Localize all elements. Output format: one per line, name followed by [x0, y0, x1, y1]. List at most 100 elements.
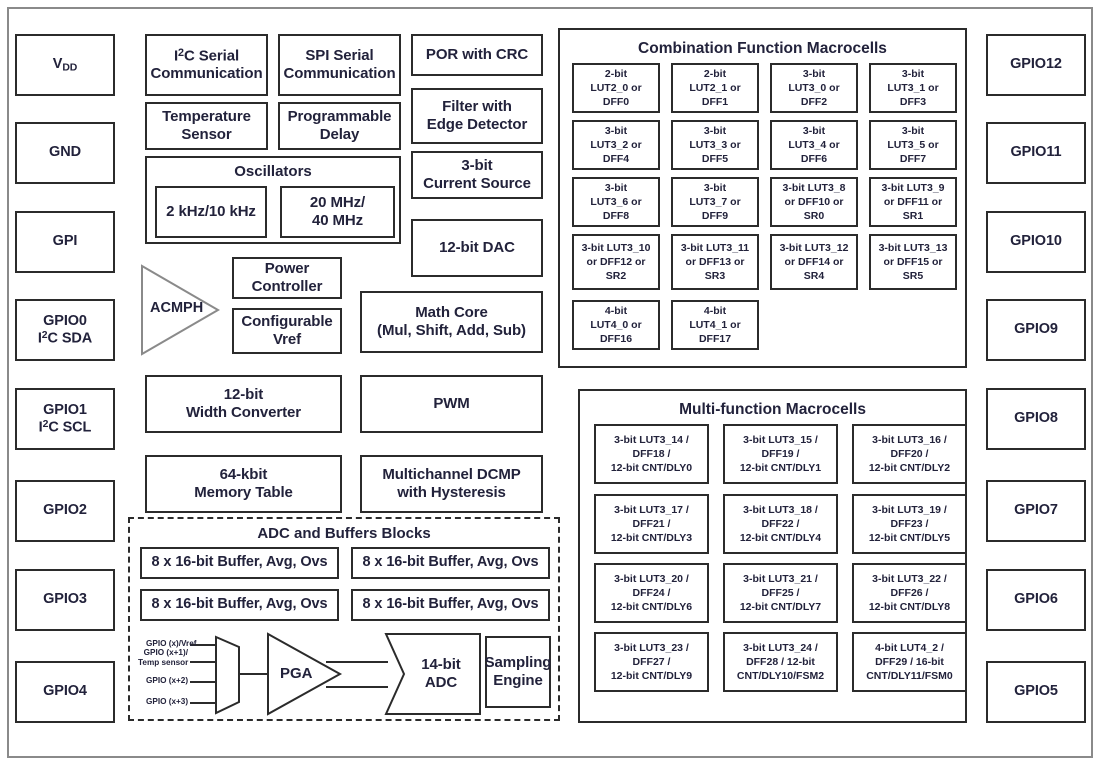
- block-spi-serial-communication[interactable]: SPI Serial Communication: [278, 34, 401, 96]
- adc-label-line1: 14-bit: [421, 656, 461, 674]
- buffer-block-3[interactable]: 8 x 16-bit Buffer, Avg, Ovs: [140, 589, 339, 621]
- pin-gpio9[interactable]: GPIO9: [986, 299, 1086, 361]
- buffer-block-2[interactable]: 8 x 16-bit Buffer, Avg, Ovs: [351, 547, 550, 579]
- macrocell-line-2: DFF20 /: [890, 447, 929, 460]
- block-dac[interactable]: 12-bit DAC: [411, 219, 543, 277]
- buffer-block-1[interactable]: 8 x 16-bit Buffer, Avg, Ovs: [140, 547, 339, 579]
- macrocell-line-1: 3-bit LUT3_24 /: [743, 641, 818, 654]
- macrocell-line-3: DFF16: [599, 333, 633, 346]
- macrocell-line-3: DFF4: [602, 153, 630, 166]
- multifunction-macrocells-title: Multi-function Macrocells: [679, 401, 866, 418]
- buffer-1-label: 8 x 16-bit Buffer, Avg, Ovs: [151, 554, 328, 571]
- filter-edge-line2: Edge Detector: [426, 116, 528, 133]
- block-sampling-engine[interactable]: Sampling Engine: [485, 636, 551, 708]
- macrocell-line-1: 3-bit: [703, 124, 727, 137]
- pin-gpio7[interactable]: GPIO7: [986, 480, 1086, 542]
- multifunction-macrocell[interactable]: 3-bit LUT3_19 /DFF23 /12-bit CNT/DLY5: [852, 494, 967, 554]
- macrocell-line-2: LUT2_1 or: [689, 81, 741, 94]
- block-current-source[interactable]: 3-bit Current Source: [411, 151, 543, 199]
- multifunction-macrocell[interactable]: 3-bit LUT3_17 /DFF21 /12-bit CNT/DLY3: [594, 494, 709, 554]
- pin-gpio5[interactable]: GPIO5: [986, 661, 1086, 723]
- block-i2c-serial-communication[interactable]: I2C Serial Communication: [145, 34, 268, 96]
- macrocell-line-1: 3-bit LUT3_9: [881, 181, 945, 194]
- pin-gpi[interactable]: GPI: [15, 211, 115, 273]
- pin-gpio8[interactable]: GPIO8: [986, 388, 1086, 450]
- macrocell-line-3: 12-bit CNT/DLY5: [868, 532, 951, 545]
- math-core-line1: Math Core: [415, 304, 488, 322]
- block-width-converter[interactable]: 12-bit Width Converter: [145, 375, 342, 433]
- pin-gpio3[interactable]: GPIO3: [15, 569, 115, 631]
- spi-serial-line1: SPI Serial: [305, 47, 374, 65]
- macrocell-line-2: LUT2_0 or: [590, 81, 642, 94]
- macrocell-line-2: DFF21 /: [632, 517, 671, 530]
- block-por-with-crc[interactable]: POR with CRC: [411, 34, 543, 76]
- buffer-block-4[interactable]: 8 x 16-bit Buffer, Avg, Ovs: [351, 589, 550, 621]
- macrocell-line-1: 2-bit: [604, 67, 628, 80]
- block-oscillators[interactable]: Oscillators 2 kHz/10 kHz 20 MHz/ 40 MHz: [145, 156, 401, 244]
- mux-input-2-line2: Temp sensor: [138, 658, 189, 668]
- macrocell-line-3: DFF9: [701, 210, 729, 223]
- block-power-controller[interactable]: Power Controller: [232, 257, 342, 299]
- pin-gpio12[interactable]: GPIO12: [986, 34, 1086, 96]
- pin-gpio2[interactable]: GPIO2: [15, 480, 115, 542]
- block-pwm[interactable]: PWM: [360, 375, 543, 433]
- temperature-sensor-line2: Sensor: [181, 126, 232, 143]
- pin-gpio10[interactable]: GPIO10: [986, 211, 1086, 273]
- pin-gpio8-label: GPIO8: [1014, 410, 1058, 427]
- mux-input-2-line1: GPIO (x+1)/: [143, 648, 188, 657]
- block-programmable-delay[interactable]: Programmable Delay: [278, 102, 401, 150]
- block-math-core[interactable]: Math Core (Mul, Shift, Add, Sub): [360, 291, 543, 353]
- pin-gpio1[interactable]: GPIO1 I2C SCL: [15, 388, 115, 450]
- block-temperature-sensor[interactable]: Temperature Sensor: [145, 102, 268, 150]
- multifunction-macrocell[interactable]: 3-bit LUT3_23 /DFF27 /12-bit CNT/DLY9: [594, 632, 709, 692]
- block-configurable-vref[interactable]: Configurable Vref: [232, 308, 342, 354]
- block-osc-high-freq[interactable]: 20 MHz/ 40 MHz: [280, 186, 395, 238]
- pin-gpio11[interactable]: GPIO11: [986, 122, 1086, 184]
- pin-gpio2-label: GPIO2: [43, 502, 87, 519]
- multifunction-macrocell[interactable]: 3-bit LUT3_22 /DFF26 /12-bit CNT/DLY8: [852, 563, 967, 623]
- multifunction-macrocell[interactable]: 3-bit LUT3_14 /DFF18 /12-bit CNT/DLY0: [594, 424, 709, 484]
- multifunction-macrocell[interactable]: 3-bit LUT3_15 /DFF19 /12-bit CNT/DLY1: [723, 424, 838, 484]
- pin-gpio6[interactable]: GPIO6: [986, 569, 1086, 631]
- block-filter-edge-detector[interactable]: Filter with Edge Detector: [411, 88, 543, 144]
- multifunction-macrocell[interactable]: 3-bit LUT3_18 /DFF22 /12-bit CNT/DLY4: [723, 494, 838, 554]
- block-osc-low-freq[interactable]: 2 kHz/10 kHz: [155, 186, 267, 238]
- pin-gpio4[interactable]: GPIO4: [15, 661, 115, 723]
- pin-vdd[interactable]: VDD: [15, 34, 115, 96]
- macrocell-line-1: 3-bit: [604, 181, 628, 194]
- macrocell-line-1: 3-bit LUT3_21 /: [743, 572, 818, 585]
- multifunction-macrocell[interactable]: 3-bit LUT3_16 /DFF20 /12-bit CNT/DLY2: [852, 424, 967, 484]
- buffer-4-label: 8 x 16-bit Buffer, Avg, Ovs: [362, 596, 539, 613]
- pin-gnd[interactable]: GND: [15, 122, 115, 184]
- block-multichannel-dcmp[interactable]: Multichannel DCMP with Hysteresis: [360, 455, 543, 513]
- block-memory-table[interactable]: 64-kbit Memory Table: [145, 455, 342, 513]
- osc-high-label-line2: 40 MHz: [311, 212, 364, 229]
- pin-gpio0[interactable]: GPIO0 I2C SDA: [15, 299, 115, 361]
- macrocell-line-2: LUT3_0 or: [788, 81, 840, 94]
- programmable-delay-line2: Delay: [319, 126, 360, 143]
- macrocell-line-2: or DFF10 or: [784, 195, 844, 208]
- multifunction-macrocell[interactable]: 3-bit LUT3_20 /DFF24 /12-bit CNT/DLY6: [594, 563, 709, 623]
- multifunction-macrocell[interactable]: 3-bit LUT3_21 /DFF25 /12-bit CNT/DLY7: [723, 563, 838, 623]
